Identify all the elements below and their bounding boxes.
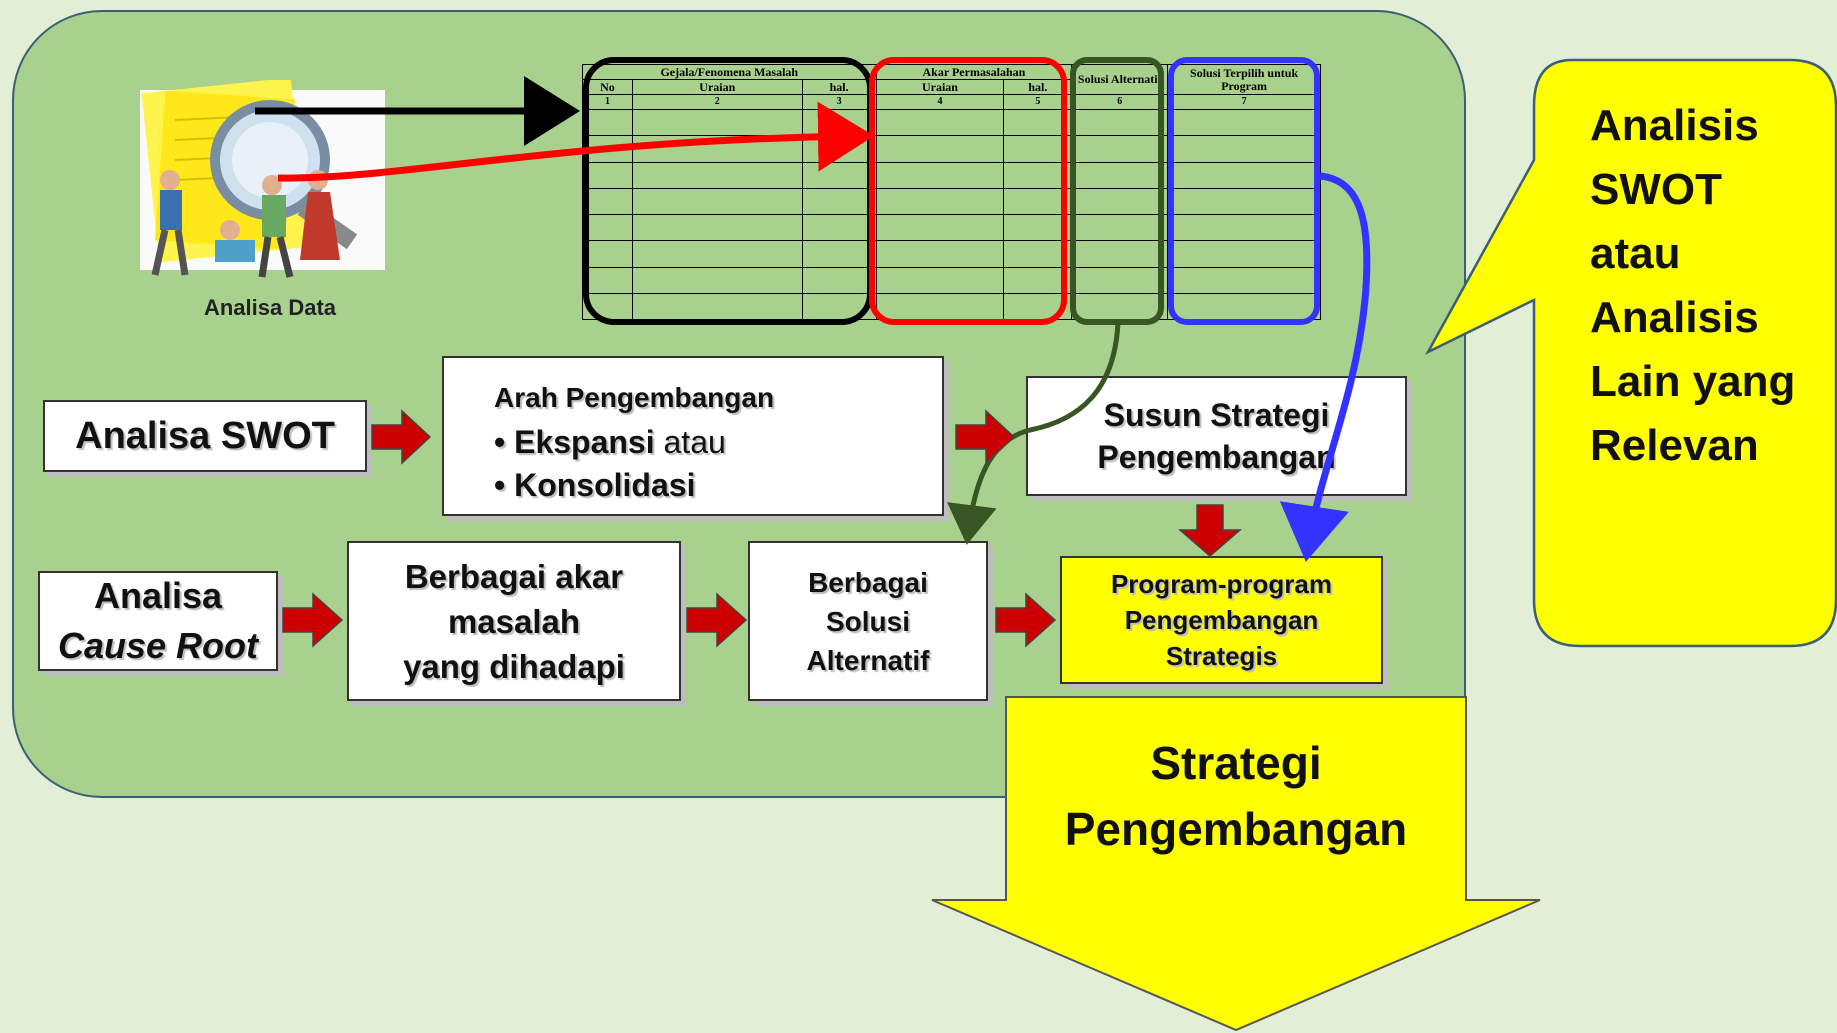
susun-line1: Susun Strategi [1103,397,1330,433]
arah-to-susun-arrow [955,409,1016,465]
akar-line1: Berbagai akar [404,557,624,595]
callout-line: Analisis [1590,101,1759,150]
arah-pengembangan-box: Arah Pengembangan • Ekspansi atau • Kons… [442,356,944,516]
gejala-highlight [583,57,873,325]
col-hal: hal. [801,79,877,95]
program-connector [1279,172,1371,562]
susun-to-program-arrow [1177,504,1243,557]
susun-line2: Pengembangan [1097,439,1336,475]
callout-line: Analisis [1590,293,1759,342]
program-line1: Program-program [1110,569,1333,599]
header-gejala: Gejala/Fenomena Masalah [582,64,877,80]
akar-to-solusi-arrow [686,592,748,648]
solusi-line2: Solusi [825,605,910,637]
callout-line: Lain yang [1590,357,1796,406]
arah-title: Arah Pengembangan [494,382,775,413]
solusi-to-program-arrow [995,592,1057,648]
program-line2: Pengembangan [1124,605,1319,635]
callout-text: Analisis SWOT atau Analisis Lain yang Re… [1590,94,1830,478]
cause-to-akar-arrow [282,592,344,648]
solusi-line1: Berbagai [808,566,928,598]
callout-line: atau [1590,229,1681,278]
col-uraian-2: Uraian [875,79,1005,95]
table-row [582,292,1321,321]
table-row [582,266,1321,294]
callout-bubble [1424,58,1837,648]
cause-label-line2: Cause Root [57,625,259,666]
strategy-line1: Strategi [1150,737,1322,789]
analisa-swot-box: Analisa SWOT [43,400,367,472]
susun-strategi-box: Susun Strategi Pengembangan [1026,376,1407,496]
solusi-connector [946,321,1121,545]
callout-line: SWOT [1590,165,1722,214]
col-no: No [582,79,633,95]
analysis-team-illustration [140,80,385,278]
header-solusi-alternatif: Solusi Alternatif [1071,64,1169,95]
swot-to-arah-arrow [371,409,432,465]
solusi-line3: Alternatif [806,644,930,676]
solusi-alt-highlight [1070,57,1164,325]
solusi-terpilih-highlight [1168,57,1320,325]
analisa-cause-root-box: Analisa Cause Root [38,571,278,671]
data-to-akar-arrow [277,101,874,182]
analysis-data-caption: Analisa Data [203,295,337,320]
header-solusi-terpilih: Solusi Terpilih untuk Program [1167,64,1321,95]
akar-masalah-box: Berbagai akar masalah yang dihadapi [347,541,681,701]
akar-line3: yang dihadapi [403,647,625,685]
akar-highlight [869,57,1067,325]
arah-item-ekspansi: • Ekspansi atau [494,424,726,460]
program-line3: Strategis [1165,641,1278,671]
callout-line: Relevan [1590,421,1759,470]
strategy-arrow-text: Strategi Pengembangan [1006,730,1466,862]
strategy-line2: Pengembangan [1064,803,1408,855]
program-strategis-box: Program-program Pengembangan Strategis [1060,556,1383,684]
strategy-down-arrow [931,696,1541,1032]
solusi-alternatif-box: Berbagai Solusi Alternatif [748,541,988,701]
cause-label-line1: Analisa [93,575,223,616]
analisa-swot-label: Analisa SWOT [75,414,335,457]
arah-item-konsolidasi: • Konsolidasi [494,467,696,503]
akar-line2: masalah [447,602,581,640]
